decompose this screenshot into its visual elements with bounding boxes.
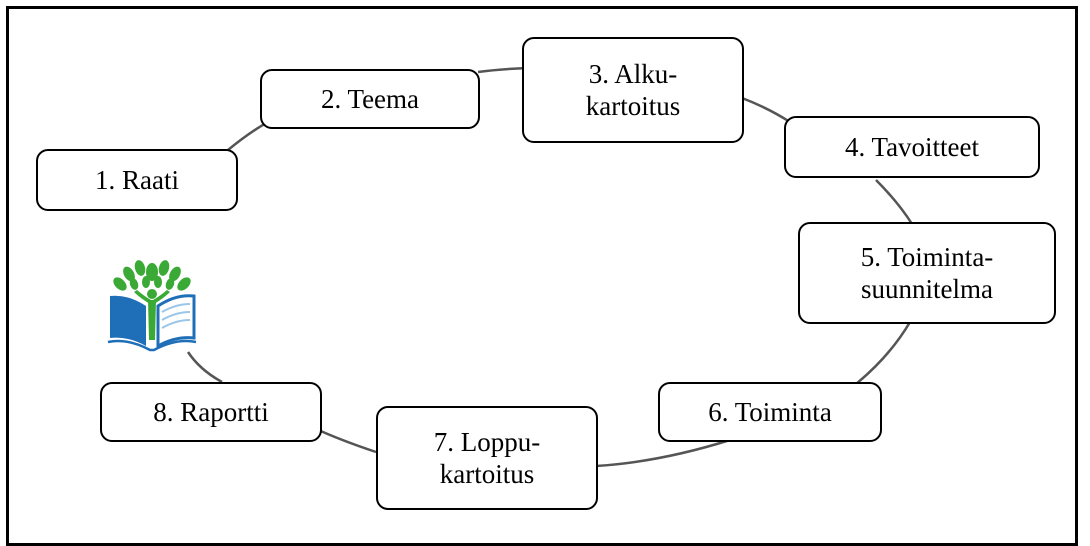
node-raportti-label: 8. Raportti — [153, 397, 269, 427]
node-loppukartoitus: 7. Loppu- kartoitus — [376, 406, 598, 510]
connector-6-7 — [595, 438, 731, 468]
connector-7-8 — [313, 426, 377, 454]
node-alkukartoitus-label: 3. Alku- kartoitus — [585, 59, 681, 121]
node-tavoitteet: 4. Tavoitteet — [784, 116, 1040, 178]
connector-8-logo — [186, 351, 223, 384]
node-tavoitteet-label: 4. Tavoitteet — [844, 132, 980, 162]
connector-1-2 — [227, 120, 269, 151]
node-alkukartoitus: 3. Alku- kartoitus — [522, 37, 744, 143]
node-loppukartoitus-label: 7. Loppu- kartoitus — [433, 427, 541, 489]
green-flag-eco-schools-logo-icon — [107, 260, 197, 352]
node-teema-label: 2. Teema — [320, 84, 420, 114]
node-toiminta-label: 6. Toiminta — [708, 397, 832, 427]
node-toimintasuunnitelma-label: 5. Toiminta- suunnitelma — [860, 242, 994, 304]
node-raati: 1. Raati — [36, 149, 238, 211]
connector-5-6 — [855, 321, 912, 385]
node-toimintasuunnitelma: 5. Toiminta- suunnitelma — [798, 222, 1056, 324]
node-raati-label: 1. Raati — [95, 165, 179, 195]
connector-2-3 — [477, 66, 529, 74]
node-toiminta: 6. Toiminta — [658, 382, 882, 442]
node-raportti: 8. Raportti — [100, 382, 322, 442]
connector-3-4 — [741, 96, 791, 124]
connector-4-5 — [875, 179, 914, 225]
node-teema: 2. Teema — [260, 69, 480, 129]
